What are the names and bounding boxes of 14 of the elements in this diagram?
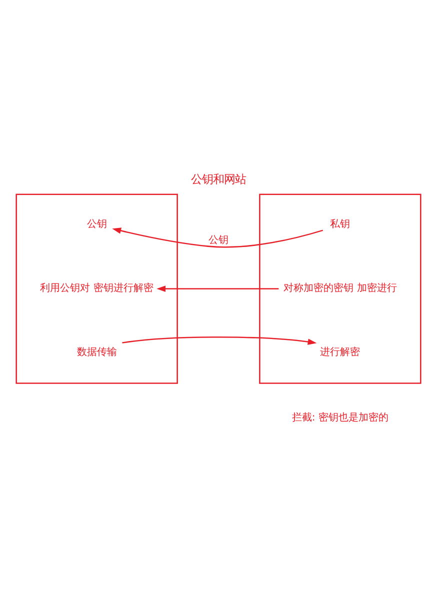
node-text: 私钥 bbox=[330, 219, 350, 230]
node-text: 进行解密 bbox=[320, 347, 360, 358]
label: 拦截: 密钥也是加密的 bbox=[292, 412, 388, 424]
node-text: 数据传输 bbox=[76, 347, 117, 358]
node-text: 对称加密的密钥 加密进行 bbox=[284, 283, 397, 294]
cluster bbox=[259, 194, 422, 384]
arrow bbox=[156, 286, 279, 292]
arrow bbox=[122, 336, 317, 345]
cluster bbox=[16, 194, 178, 384]
diagram-title: 公钥和网站 bbox=[191, 172, 246, 186]
node-text: 公钥 bbox=[86, 219, 107, 230]
arrow bbox=[112, 228, 324, 248]
edge-label: 公钥 bbox=[208, 235, 228, 246]
node-text: 利用公钥对 密钥进行解密 bbox=[40, 283, 154, 294]
